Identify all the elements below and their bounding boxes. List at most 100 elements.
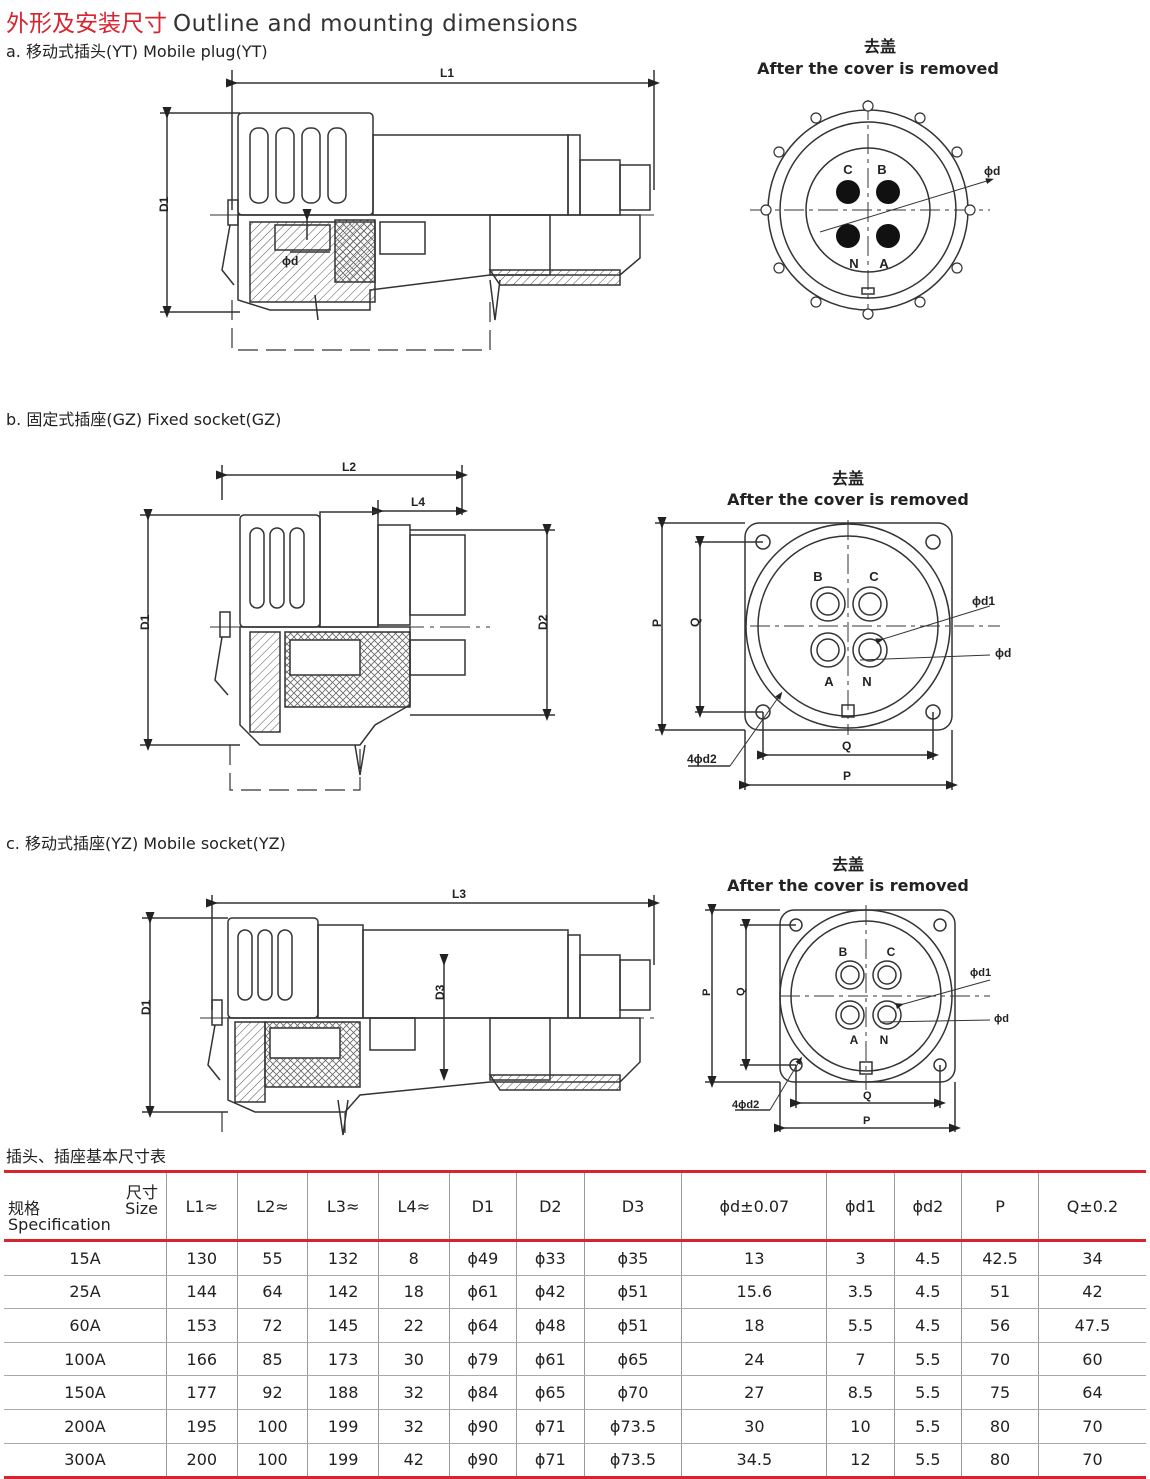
dim-D1-c: D1 [139,999,153,1015]
value-cell: ϕ65 [516,1375,585,1410]
spec-header: 尺寸 Size 规格 Specification [4,1170,167,1242]
column-header: D1 [448,1170,517,1242]
drawings: L1 D1 ϕd 去盖 After the cover is removed C… [138,37,1011,1140]
mobile-socket-front-view [705,904,991,1133]
value-cell: 42.5 [961,1240,1039,1276]
section-b-heading: b. 固定式插座(GZ) Fixed socket(GZ) [6,410,282,429]
value-cell: 15.6 [681,1275,827,1310]
value-cell: 60 [1037,1342,1146,1377]
value-cell: 5.5 [826,1308,895,1343]
dim-P-v-b: P [650,619,664,627]
dim-Q-v-b: Q [688,618,702,627]
pin-C-a: C [843,162,853,177]
title-zh: 外形及安装尺寸 [6,11,167,37]
title-en: Outline and mounting dimensions [173,11,579,37]
column-header: L3≈ [307,1170,379,1242]
table-header-row: 尺寸 Size 规格 Specification L1≈ L2≈ L3≈ L4≈… [4,1170,1146,1242]
value-cell: 22 [377,1308,450,1343]
value-cell: 130 [166,1240,238,1276]
spec-cell: 60A [4,1308,167,1343]
value-cell: ϕ61 [448,1275,517,1310]
dim-P-h-c: P [863,1115,870,1127]
value-cell: 132 [307,1240,379,1276]
spec-cell: 200A [4,1409,167,1444]
table-title: 插头、插座基本尺寸表 [6,1147,167,1166]
spec-en-top: Size [125,1199,158,1218]
pin-C-c: C [887,945,896,959]
value-cell: 199 [307,1409,379,1444]
value-cell: 72 [236,1308,308,1343]
value-cell: 30 [377,1342,450,1377]
column-header: ϕd1 [826,1170,895,1242]
plug-teeth [760,100,976,320]
column-header: L1≈ [166,1170,238,1242]
dim-D3: D3 [433,984,447,1000]
value-cell: 70 [1037,1443,1146,1479]
spec-en: Specification [8,1215,111,1234]
pin-B-c: B [839,945,848,959]
value-cell: 27 [681,1375,827,1410]
value-cell: 5.5 [893,1375,962,1410]
dim-L1: L1 [440,66,454,80]
dimensions-table: 尺寸 Size 规格 Specification L1≈ L2≈ L3≈ L4≈… [4,1170,1146,1479]
value-cell: 5.5 [893,1342,962,1377]
value-cell: 64 [236,1275,308,1310]
dim-Q-h-b: Q [842,739,851,753]
value-cell: ϕ64 [448,1308,517,1343]
column-header: ϕd2 [893,1170,962,1242]
plug-front-view [750,100,994,320]
value-cell: 5.5 [893,1409,962,1444]
value-cell: 24 [681,1342,827,1377]
column-header: D2 [516,1170,585,1242]
spec-cell: 100A [4,1342,167,1377]
dim-P-v-c: P [701,989,713,996]
value-cell: 55 [236,1240,308,1276]
value-cell: 30 [681,1409,827,1444]
spec-cell: 15A [4,1240,167,1276]
caption-en-b: After the cover is removed [727,490,969,509]
value-cell: ϕ73.5 [583,1443,682,1479]
section-a-heading: a. 移动式插头(YT) Mobile plug(YT) [6,42,268,61]
pin-C-b: C [869,569,879,584]
value-cell: 173 [307,1342,379,1377]
value-cell: 188 [307,1375,379,1410]
pin-A-b: A [824,674,834,689]
value-cell: 80 [961,1409,1039,1444]
value-cell: 200 [166,1443,238,1479]
value-cell: 3.5 [826,1275,895,1310]
dim-L2: L2 [342,460,356,474]
dim-Q-v-c: Q [735,987,747,996]
dim-D1-b: D1 [138,614,152,630]
value-cell: 199 [307,1443,379,1479]
dim-phid1-c: ϕd1 [970,967,991,979]
value-cell: ϕ35 [583,1240,682,1276]
dim-L3: L3 [452,887,466,901]
caption-zh-b: 去盖 [832,469,864,488]
value-cell: 34.5 [681,1443,827,1479]
pin-N-a: N [849,256,858,271]
value-cell: 51 [961,1275,1039,1310]
value-cell: 12 [826,1443,895,1479]
value-cell: ϕ90 [448,1409,517,1444]
value-cell: 34 [1037,1240,1146,1276]
plug-side-view [160,70,660,351]
column-header: L4≈ [377,1170,450,1242]
socket-front-view [655,517,1000,790]
column-header: Q±0.2 [1037,1170,1146,1242]
value-cell: 177 [166,1375,238,1410]
pin-A-c: A [850,1033,859,1047]
value-cell: 4.5 [893,1275,962,1310]
value-cell: 56 [961,1308,1039,1343]
value-cell: 42 [377,1443,450,1479]
value-cell: 4.5 [893,1240,962,1276]
caption-en-c: After the cover is removed [727,876,969,895]
value-cell: 145 [307,1308,379,1343]
value-cell: ϕ71 [516,1443,585,1479]
value-cell: 75 [961,1375,1039,1410]
pin-N-b: N [862,674,871,689]
value-cell: 85 [236,1342,308,1377]
